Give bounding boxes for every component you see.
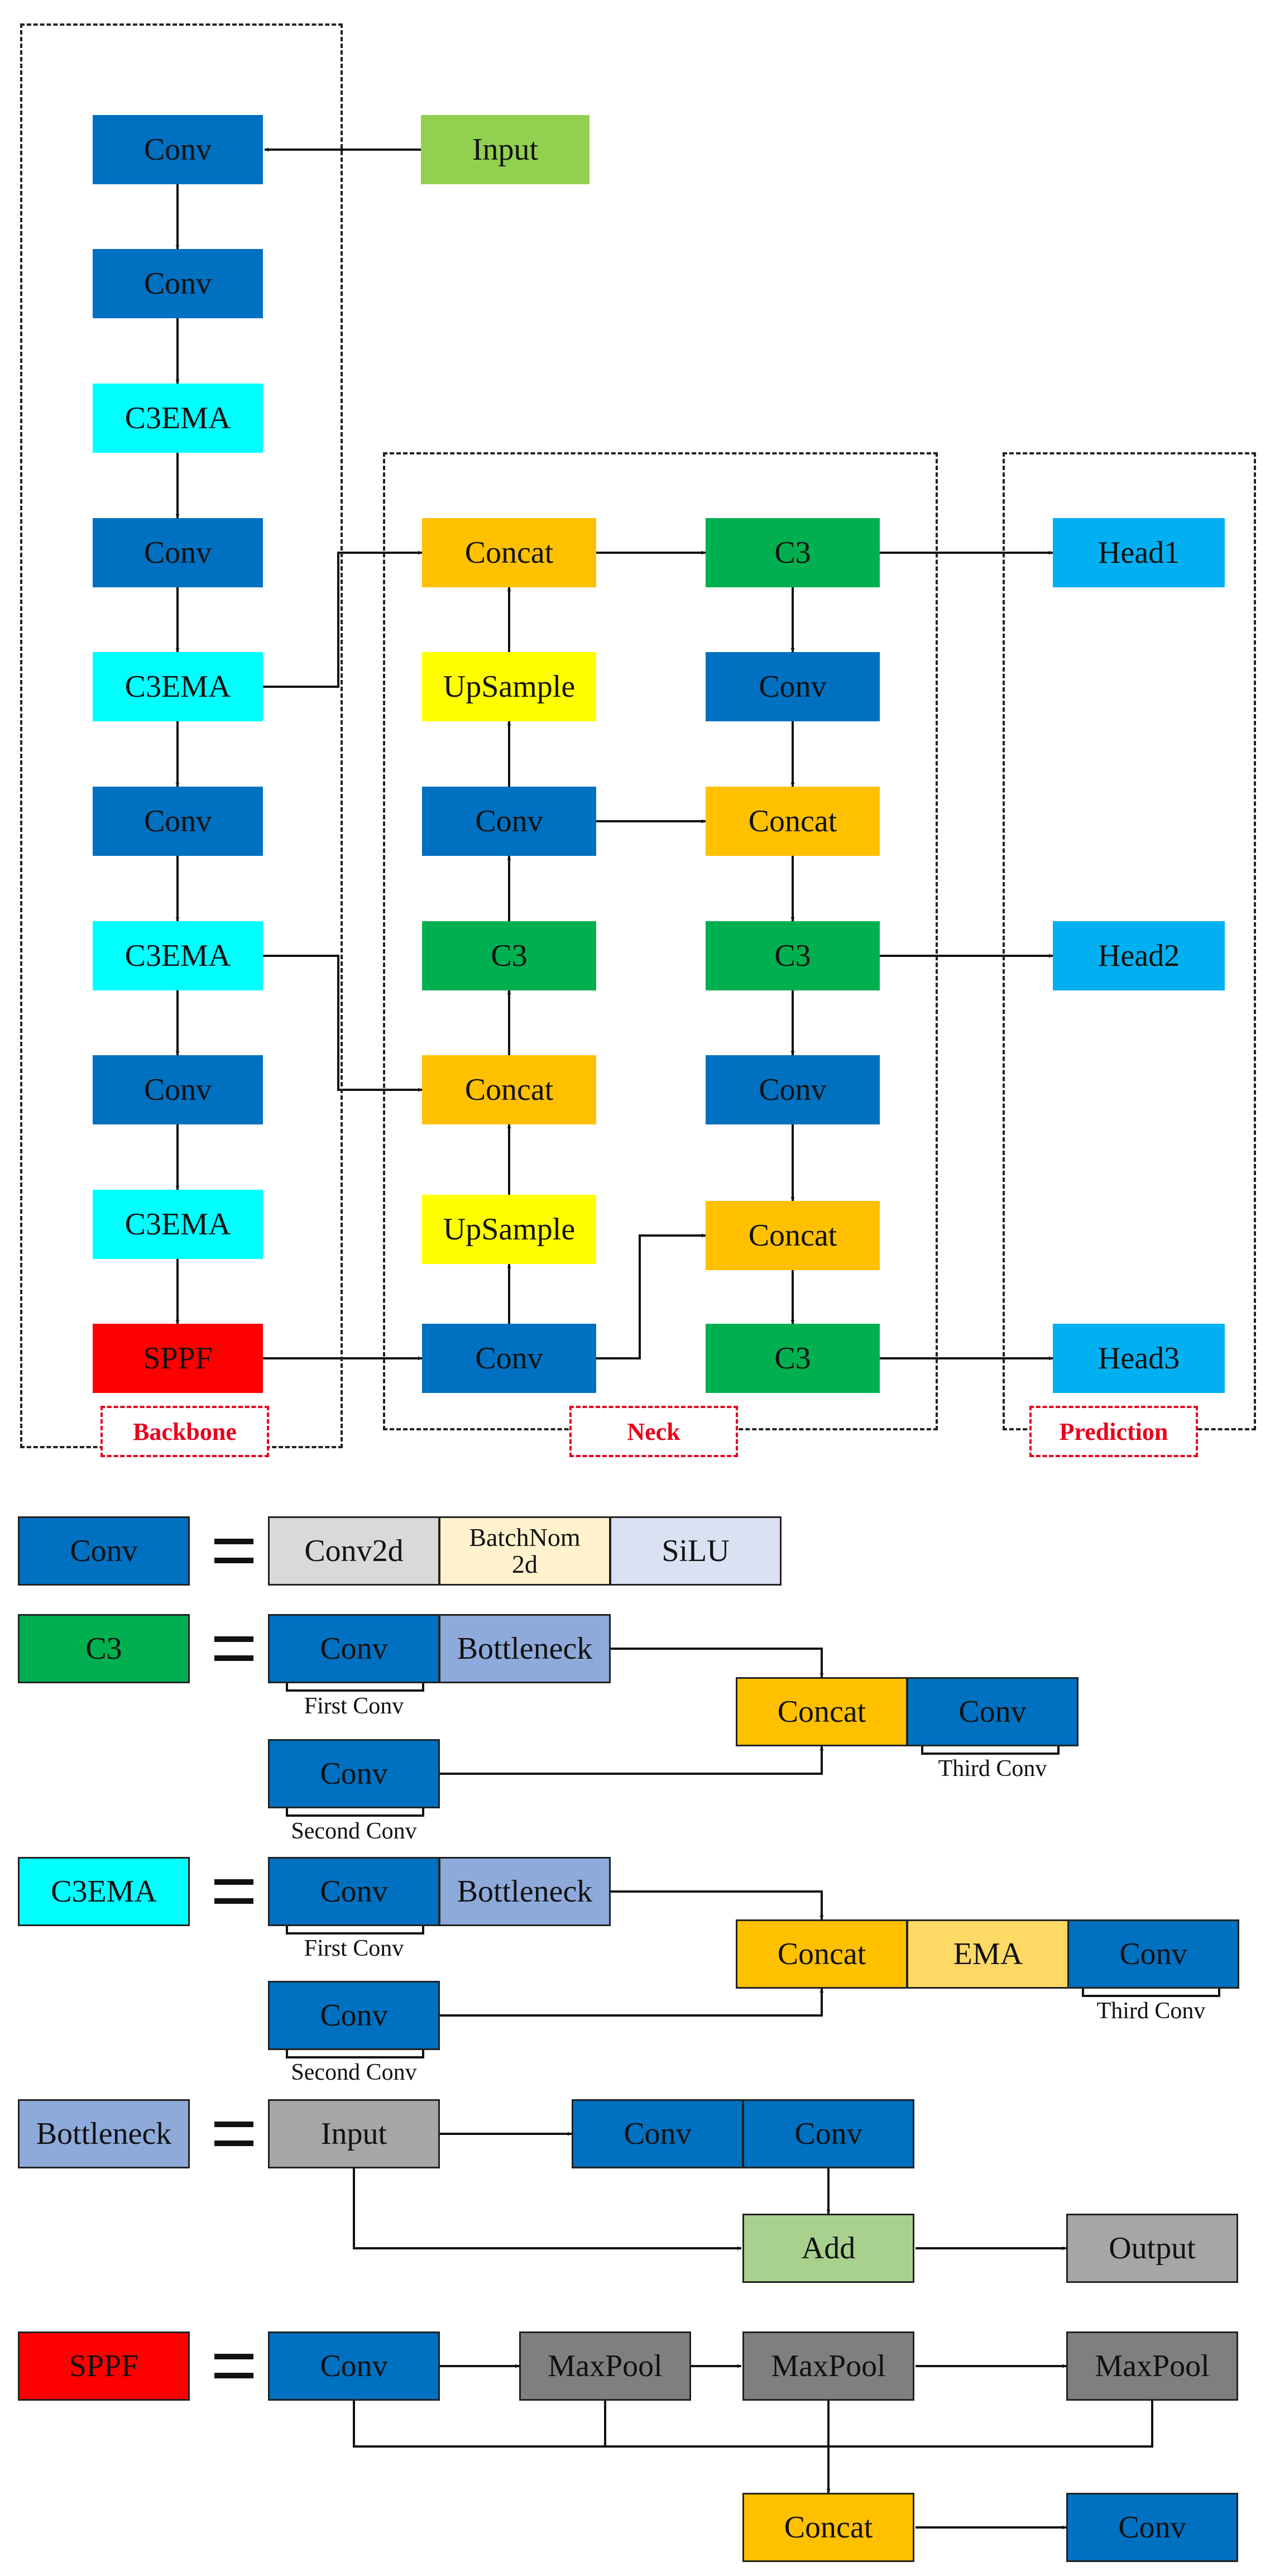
neck-concat-4: Concat	[706, 1201, 880, 1270]
legend-silu: SiLU	[610, 1516, 782, 1586]
legend-sppf-maxpool-3: MaxPool	[1066, 2331, 1238, 2401]
backbone-sppf: SPPF	[93, 1324, 263, 1393]
equals-sign	[214, 1636, 253, 1661]
neck-concat-3: Concat	[706, 787, 880, 856]
legend-bottleneck-output: Output	[1066, 2214, 1238, 2283]
legend-bottleneck-conv-a: Conv	[572, 2099, 744, 2168]
prediction-label: Prediction	[1029, 1406, 1198, 1457]
backbone-conv-3: Conv	[93, 518, 263, 587]
legend-sppf-maxpool-2: MaxPool	[742, 2331, 914, 2401]
legend-c3-key: C3	[18, 1614, 190, 1683]
equals-sign	[214, 2122, 253, 2146]
equals-sign	[214, 2354, 253, 2378]
legend-sppf-key: SPPF	[18, 2331, 190, 2401]
neck-c3-2: C3	[706, 518, 880, 587]
legend-conv2d: Conv2d	[268, 1516, 440, 1586]
legend-c3ema-third-conv-label: Third Conv	[1096, 1998, 1206, 2024]
head-2: Head2	[1053, 921, 1225, 990]
legend-c3-first-conv-label: First Conv	[304, 1693, 404, 1719]
legend-sppf-maxpool-1: MaxPool	[519, 2331, 691, 2401]
legend-c3ema-bottleneck: Bottleneck	[439, 1857, 611, 1926]
legend-bottleneck-add: Add	[742, 2214, 914, 2283]
neck-c3-3: C3	[706, 921, 880, 990]
legend-c3-conv1: Conv	[268, 1614, 440, 1683]
c3-second-bracket	[286, 1808, 424, 1817]
neck-concat-2: Concat	[422, 1055, 596, 1124]
backbone-conv-5: Conv	[93, 1055, 263, 1124]
legend-c3-conv3: Conv	[907, 1677, 1079, 1746]
legend-c3ema-second-conv-label: Second Conv	[291, 2060, 417, 2085]
legend-sppf-conv: Conv	[268, 2331, 440, 2401]
neck-conv-3: Conv	[706, 652, 880, 721]
edge-c3ema2-to-concat	[263, 550, 422, 688]
legend-c3ema-conv1: Conv	[268, 1857, 440, 1926]
neck-concat-1: Concat	[422, 518, 596, 587]
legend-c3ema-ema: EMA	[907, 1919, 1070, 1989]
bottleneck-input-to-add	[353, 2168, 741, 2251]
input-node: Input	[421, 115, 589, 184]
backbone-c3ema-4: C3EMA	[93, 1190, 263, 1259]
legend-c3ema-key: C3EMA	[18, 1857, 190, 1926]
neck-upsample-1: UpSample	[422, 652, 596, 721]
neck-conv-2: Conv	[422, 1324, 596, 1393]
backbone-label: Backbone	[100, 1406, 269, 1457]
legend-c3ema-first-conv-label: First Conv	[304, 1936, 404, 1961]
c3ema-first-bracket	[286, 1926, 424, 1935]
legend-c3ema-concat: Concat	[736, 1919, 908, 1989]
legend-c3ema-conv3: Conv	[1067, 1919, 1239, 1989]
legend-c3-bottleneck: Bottleneck	[439, 1614, 611, 1683]
c3-bottleneck-to-concat	[610, 1648, 824, 1677]
head-1: Head1	[1053, 518, 1225, 587]
backbone-conv-1: Conv	[93, 115, 263, 184]
legend-c3-third-conv-label: Third Conv	[938, 1756, 1047, 1782]
legend-conv-key: Conv	[18, 1516, 190, 1586]
neck-c3-4: C3	[706, 1324, 880, 1393]
neck-conv-1: Conv	[422, 787, 596, 856]
backbone-c3ema-3: C3EMA	[93, 921, 263, 990]
edge-c3ema3-to-concat	[263, 955, 422, 1092]
legend-c3-concat: Concat	[736, 1677, 908, 1746]
neck-upsample-2: UpSample	[422, 1195, 596, 1264]
legend-bottleneck-key: Bottleneck	[18, 2099, 190, 2168]
legend-c3ema-conv2: Conv	[268, 1981, 440, 2050]
legend-sppf-concat: Concat	[742, 2493, 914, 2562]
backbone-c3ema-1: C3EMA	[93, 384, 263, 453]
backbone-conv-2: Conv	[93, 249, 263, 318]
head-3: Head3	[1053, 1324, 1225, 1393]
backbone-conv-4: Conv	[93, 787, 263, 856]
edge-conv-to-concat-low	[596, 1233, 706, 1359]
equals-sign	[214, 1879, 253, 1904]
legend-c3-second-conv-label: Second Conv	[291, 1818, 417, 1844]
sppf-collector	[353, 2401, 1153, 2448]
legend-batchnorm: BatchNom 2d	[439, 1516, 611, 1586]
c3ema-third-bracket	[1082, 1989, 1220, 1997]
c3ema-second-bracket	[286, 2050, 424, 2058]
neck-conv-4: Conv	[706, 1055, 880, 1124]
c3ema-bottleneck-to-concat	[610, 1890, 824, 1919]
c3ema-conv2-to-concat	[440, 1989, 824, 2017]
c3-conv2-to-concat	[440, 1746, 824, 1775]
legend-bottleneck-input: Input	[268, 2099, 440, 2168]
legend-c3-conv2: Conv	[268, 1739, 440, 1808]
legend-sppf-conv-out: Conv	[1066, 2493, 1238, 2562]
neck-label: Neck	[569, 1406, 738, 1457]
backbone-c3ema-2: C3EMA	[93, 652, 263, 721]
c3-third-bracket	[921, 1746, 1060, 1755]
equals-sign	[214, 1539, 253, 1563]
neck-c3-1: C3	[422, 921, 596, 990]
legend-bottleneck-conv-b: Conv	[742, 2099, 914, 2168]
c3-first-bracket	[286, 1683, 424, 1692]
